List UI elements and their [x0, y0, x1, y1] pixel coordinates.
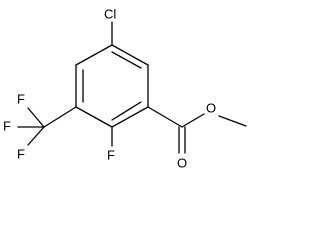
ring-double-bond-inner-2 — [111, 101, 142, 121]
ring-bond-c6-c1 — [75, 44, 113, 66]
bond-ring-carbonyl-carbon — [147, 106, 183, 128]
cf3-fluorine-left-label: F — [3, 118, 11, 133]
bond-ester-oxygen-methyl — [218, 115, 247, 127]
ring-double-bond-inner-1 — [111, 51, 142, 69]
cf3-fluorine-bottom-label: F — [17, 146, 25, 161]
ring-bond-c1-c2 — [111, 44, 149, 66]
chlorine-label: Cl — [104, 6, 116, 21]
bond-carbonyl-ester-oxygen — [181, 113, 205, 128]
ring-fluorine-label: F — [107, 147, 115, 162]
bond-cf3-fluorine-bottom — [27, 126, 45, 146]
ester-oxygen-label: O — [206, 100, 216, 115]
ring-bond-c3-c4 — [111, 106, 149, 128]
bond-ring-cf3 — [43, 106, 77, 128]
ring-bond-c4-c5 — [75, 106, 113, 128]
bond-cf3-fluorine-top — [27, 107, 45, 128]
cf3-fluorine-top-label: F — [17, 91, 25, 106]
carbonyl-oxygen-label: O — [177, 155, 187, 170]
molecule-diagram: Cl F F F F O O — [3, 6, 247, 170]
